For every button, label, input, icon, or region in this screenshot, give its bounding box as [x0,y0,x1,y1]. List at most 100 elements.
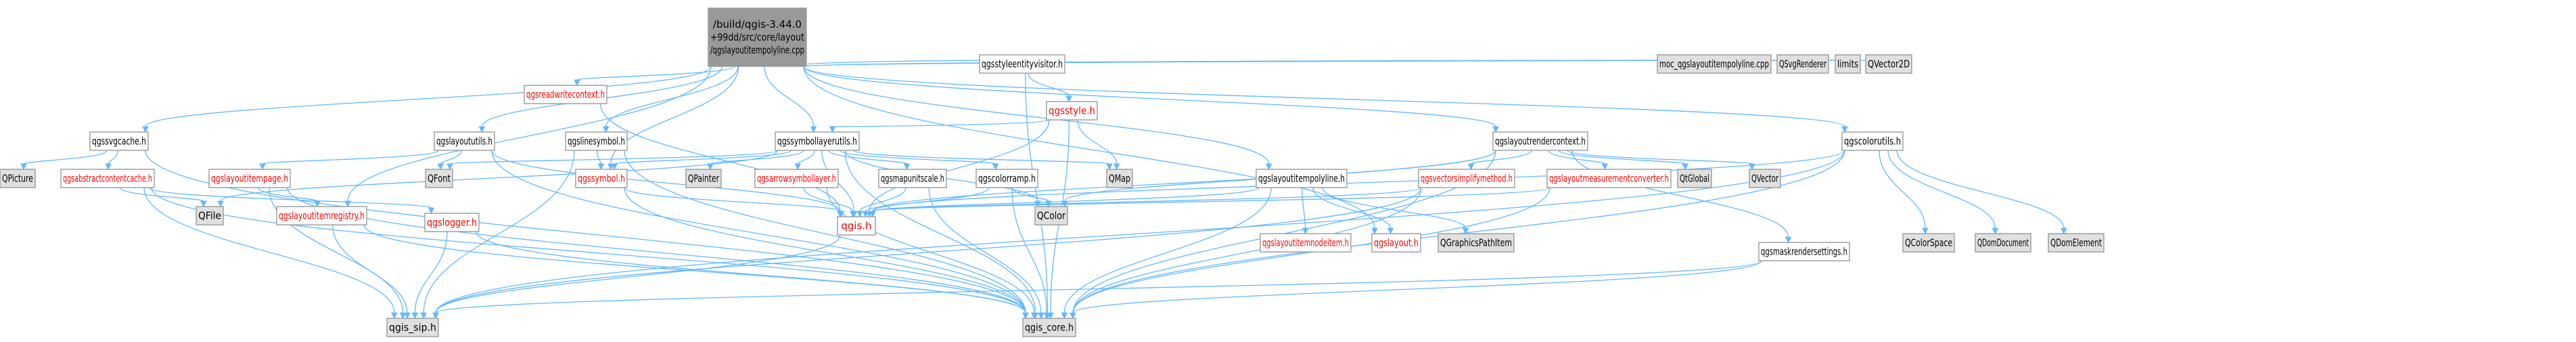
node-renderctx[interactable]: qgslayoutrendercontext.h [1492,131,1588,151]
node-linesymbol[interactable]: qgslinesymbol.h [565,131,628,151]
node-box[interactable] [1022,318,1076,337]
node-label: QDomElement [2050,237,2102,249]
node-box[interactable] [196,206,224,226]
edge-colorutils-qdomelement [1896,150,2067,235]
edge-line [1548,150,1606,165]
node-style[interactable]: qgsstyle.h [1046,101,1098,121]
node-box[interactable] [0,169,36,188]
node-symbol[interactable]: qgssymbol.h [575,169,628,188]
node-box[interactable] [979,54,1065,74]
node-box[interactable] [685,169,722,188]
node-box[interactable] [1841,131,1904,151]
node-box[interactable] [1657,54,1772,74]
node-box[interactable] [60,169,155,188]
node-pathitem[interactable]: QGraphicsPathItem [1438,233,1515,253]
node-box[interactable] [975,169,1038,188]
node-qdomelement[interactable]: QDomElement [2048,233,2104,253]
node-itemregistry[interactable]: qgslayoutitemregistry.h [276,206,367,226]
node-limits[interactable]: limits [1835,54,1861,74]
node-box[interactable] [1046,101,1098,121]
arrowhead [856,211,863,218]
node-qgis[interactable]: qgis.h [837,216,876,236]
node-qpainter[interactable]: QPainter [685,169,722,188]
node-symbollayerutils[interactable]: qgssymbollayerutils.h [775,131,860,151]
node-measurement[interactable]: qgslayoutmeasurementconverter.h [1546,169,1672,188]
node-box[interactable] [1546,169,1672,188]
node-box[interactable] [208,169,291,188]
node-box[interactable] [89,131,149,151]
node-box[interactable] [276,206,367,226]
node-colorramp[interactable]: qgscolorramp.h [975,169,1038,188]
edge-root-renderctx [803,66,1499,133]
node-box[interactable] [1776,54,1829,74]
node-qpicture[interactable]: QPicture [0,169,36,188]
node-qfile[interactable]: QFile [196,206,224,226]
node-itempage[interactable]: qgslayoutitempage.h [208,169,291,188]
node-box[interactable] [1902,233,1955,253]
node-box[interactable] [1758,242,1850,261]
node-qmap[interactable]: QMap [1106,169,1133,188]
node-abstractcache[interactable]: qgsabstractcontentcache.h [60,169,155,188]
node-box[interactable] [754,169,839,188]
node-box[interactable] [425,169,453,188]
edge-line [1322,187,1467,229]
edge-line [1312,187,1392,229]
node-box[interactable] [1865,54,1912,74]
node-moc[interactable]: moc_qgslayoutitempolyline.cpp [1657,54,1772,74]
edge-colorramp-core [1011,187,1051,320]
node-box[interactable] [1256,169,1348,188]
node-box[interactable] [1438,233,1515,253]
node-box[interactable] [1106,169,1133,188]
node-box[interactable] [1835,54,1861,74]
node-core[interactable]: qgis_core.h [1022,318,1076,337]
node-root[interactable]: /build/qgis-3.44.0+99dd/src/core/layout/… [708,7,807,67]
node-box[interactable] [524,85,607,104]
node-sip[interactable]: qgis_sip.h [386,318,439,337]
node-box[interactable] [1418,169,1515,188]
node-layoututils[interactable]: qgslayoututils.h [434,131,495,151]
node-itempolyline[interactable]: qgslayoutitempolyline.h [1256,169,1348,188]
node-box[interactable] [837,216,876,236]
node-box[interactable] [1677,169,1712,188]
node-qvector2d[interactable]: QVector2D [1865,54,1912,74]
node-label: QVector [1751,173,1779,185]
node-box[interactable] [565,131,628,151]
node-box[interactable] [2048,233,2104,253]
node-box[interactable] [1260,233,1352,253]
node-qcolorspace[interactable]: QColorSpace [1902,233,1955,253]
arrowhead [420,312,428,320]
node-colorutils[interactable]: qgscolorutils.h [1841,131,1904,151]
node-svgcache[interactable]: qgssvgcache.h [89,131,149,151]
node-box[interactable] [575,169,628,188]
node-box[interactable] [1371,233,1421,253]
node-qfont[interactable]: QFont [425,169,453,188]
node-box[interactable] [386,318,439,337]
node-logger[interactable]: qgslogger.h [424,213,480,232]
edge-line [1887,150,1996,229]
node-box[interactable] [434,131,495,151]
node-styleentity[interactable]: qgsstyleentityvisitor.h [979,54,1065,74]
node-box[interactable] [1749,169,1781,188]
node-readwrite[interactable]: qgsreadwritecontext.h [524,85,607,104]
node-label: qgsabstractcontentcache.h [63,173,152,185]
node-layout[interactable]: qgslayout.h [1371,233,1421,253]
node-box[interactable] [1034,206,1068,226]
node-qcolor[interactable]: QColor [1034,206,1068,226]
node-qtglobal[interactable]: QtGlobal [1677,169,1712,188]
node-box[interactable] [878,169,947,188]
node-qdomdocument[interactable]: QDomDocument [1975,233,2031,253]
node-qvector[interactable]: QVector [1749,169,1781,188]
arrowhead [849,211,856,218]
node-box[interactable] [1975,233,2031,253]
node-box[interactable] [1492,131,1588,151]
node-maskrender[interactable]: qgsmaskrendersettings.h [1758,242,1850,261]
node-itemnode[interactable]: qgslayoutitemnodeitem.h [1260,233,1352,253]
node-svgrenderer[interactable]: QSvgRenderer [1776,54,1829,74]
node-box[interactable] [775,131,860,151]
node-box[interactable] [708,7,807,67]
node-arrowsymbol[interactable]: qgsarrowsymbollayer.h [754,169,839,188]
node-vectorsimplify[interactable]: qgsvectorsimplifymethod.h [1418,169,1515,188]
node-mapunitscale[interactable]: qgsmapunitscale.h [878,169,947,188]
edge-renderctx-qvector [1567,150,1755,171]
node-box[interactable] [424,213,480,232]
